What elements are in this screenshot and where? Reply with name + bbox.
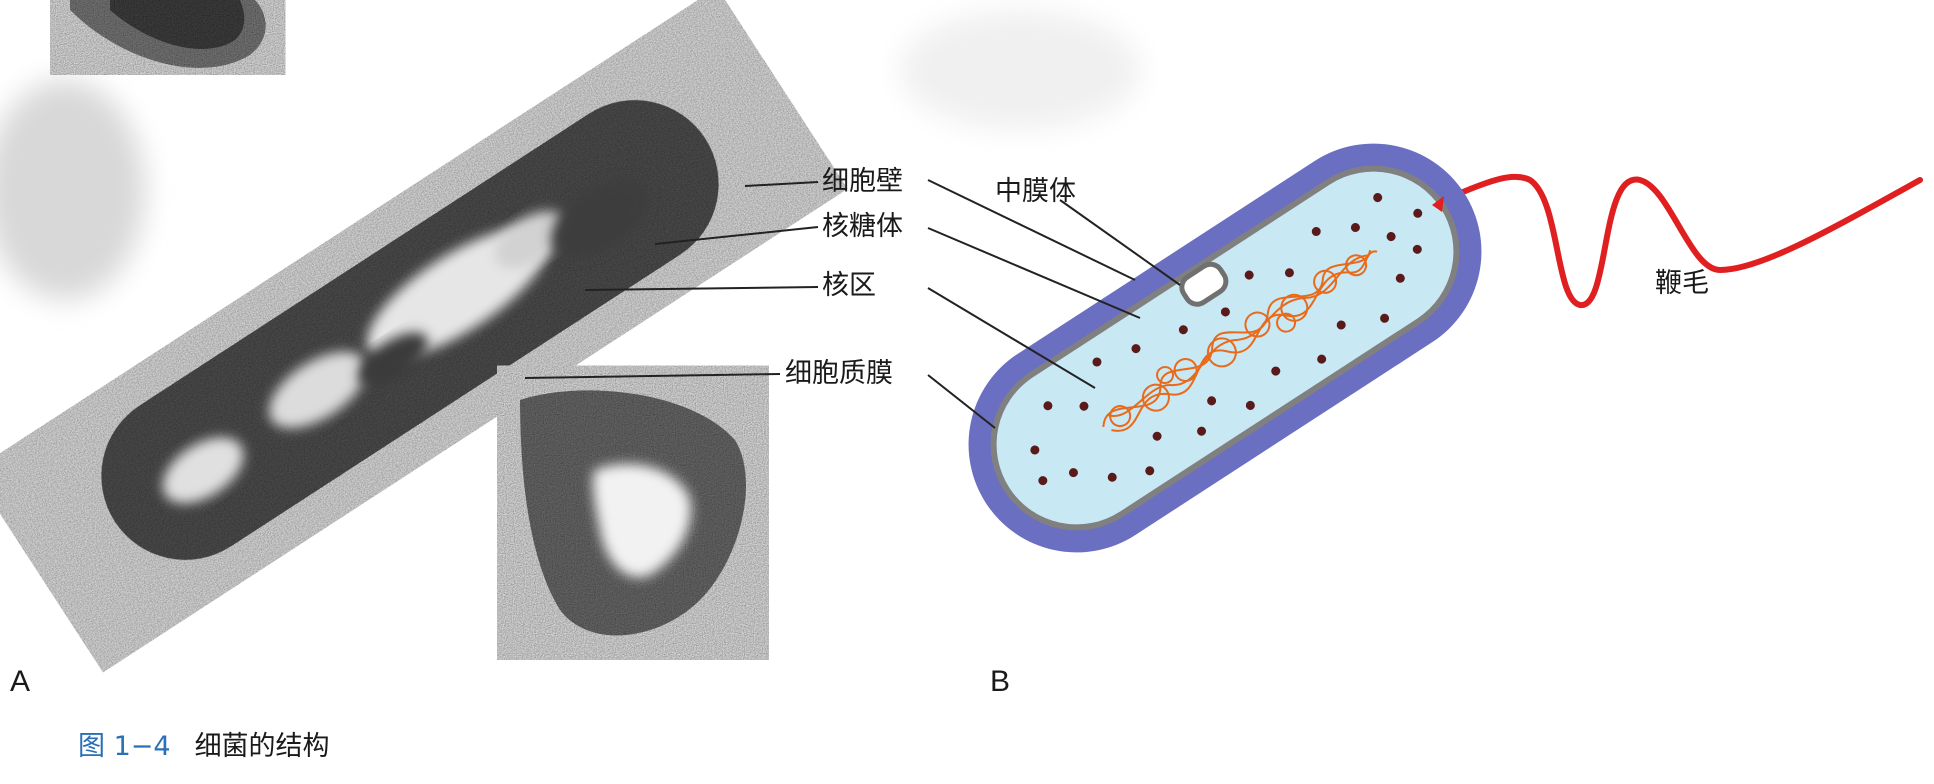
- em-background-blob: [900, 10, 1140, 130]
- figure-number: 图 1−4: [78, 731, 171, 762]
- label-mesosome: 中膜体: [995, 176, 1076, 207]
- leader-cell-wall: [744, 181, 819, 187]
- flagellum-shape: [1429, 173, 1923, 308]
- label-cell-membrane: 细胞质膜: [785, 358, 893, 389]
- leader-cell-membrane: [524, 373, 781, 379]
- label-cell-wall: 细胞壁: [822, 166, 903, 197]
- label-flagellum: 鞭毛: [1655, 268, 1709, 299]
- figure-title: 细菌的结构: [194, 731, 330, 762]
- flagellum-arrowhead: [1432, 196, 1444, 212]
- bacterium-cell-diagram: [927, 143, 1923, 553]
- cytoplasm-shape: [996, 171, 1454, 525]
- ribosome-dots: [1030, 193, 1423, 486]
- leader-nucleoid: [584, 286, 819, 291]
- nucleoid-dna: [1102, 249, 1378, 432]
- panel-letter-a: A: [10, 665, 31, 698]
- panel-letter-b: B: [990, 665, 1011, 698]
- em-main-bacterium: [83, 82, 737, 578]
- label-ribosome: 核糖体: [822, 211, 903, 242]
- em-cross-section: [520, 390, 747, 636]
- leader-ribosome-b: [927, 227, 1141, 319]
- leader-lines-b: [927, 179, 1181, 429]
- leader-nucleoid-b: [927, 287, 1096, 389]
- figure-caption: 图 1−4 细菌的结构: [78, 733, 330, 760]
- leader-ribosome: [654, 226, 819, 245]
- em-partial-cell-top: [70, 0, 266, 68]
- leader-cell-membrane-b: [927, 374, 996, 429]
- leader-cell-wall-b: [927, 179, 1136, 281]
- mesosome-shape: [1179, 261, 1229, 307]
- leader-mesosome: [1059, 199, 1181, 286]
- em-bacterium-photo: [0, 0, 1140, 636]
- em-background-blob: [0, 80, 145, 300]
- label-nucleoid: 核区: [822, 270, 876, 301]
- leader-lines-a: [524, 181, 819, 379]
